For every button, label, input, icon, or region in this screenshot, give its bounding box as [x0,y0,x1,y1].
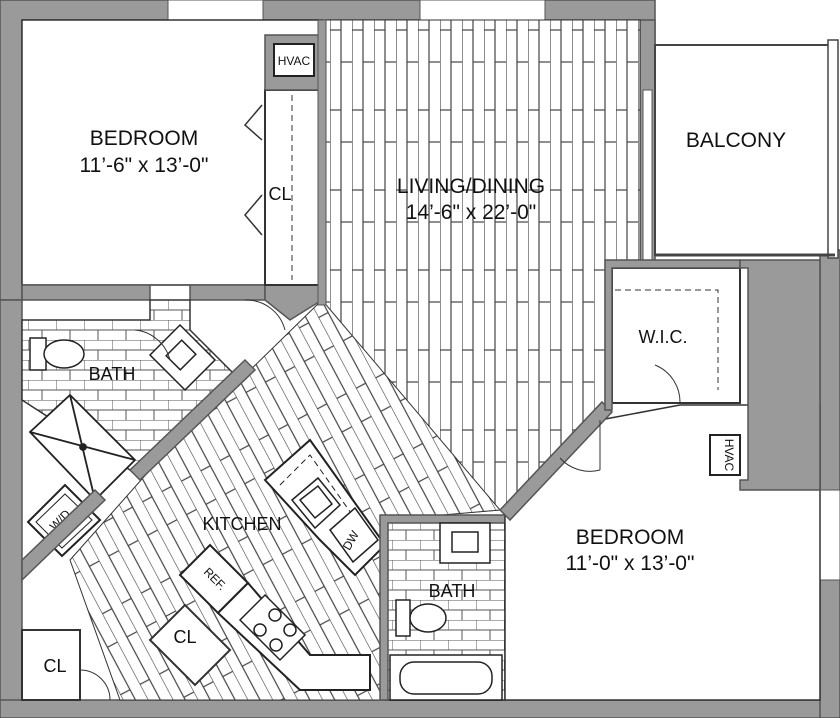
stove [238,593,307,662]
toilet-bath2 [395,599,447,637]
closet-entry [21,629,81,701]
hvac-unit-top [273,43,315,77]
wic-label: W.I.C. [639,327,688,347]
living-dining-name: LIVING/DINING [397,175,545,198]
closet-kitchen [148,603,232,687]
shower-bath1 [28,393,137,502]
balcony-area [654,44,836,256]
hvac-unit-right [709,434,741,476]
kitchen-sink [290,476,342,530]
bedroom2-name: BEDROOM [576,526,685,549]
closet-entry-label: CL [43,656,66,676]
balcony-label: BALCONY [686,129,786,152]
bath2-label: BATH [429,581,476,601]
refrigerator: REF. [178,543,250,615]
sink-bath1 [148,323,217,392]
toilet-bath1 [29,337,85,371]
hvac-right-label: HVAC [722,439,736,472]
dishwasher: DW [328,506,380,564]
bedroom1-name: BEDROOM [90,127,199,150]
bedroom2-dimensions: 11’-0" x 13’-0" [566,552,695,575]
living-dining-dimensions: 14’-6" x 22’-0" [406,201,536,224]
bath1-label: BATH [89,364,136,384]
hvac-top-label: HVAC [278,54,311,68]
sink-bath2 [439,522,491,564]
closet-bed1-label: CL [268,184,291,204]
bathtub [389,654,503,701]
bedroom1-dimensions: 11’-6" x 13’-0" [80,154,209,177]
kitchen-label: KITCHEN [202,514,281,534]
closet-kitchen-label: CL [173,627,196,647]
